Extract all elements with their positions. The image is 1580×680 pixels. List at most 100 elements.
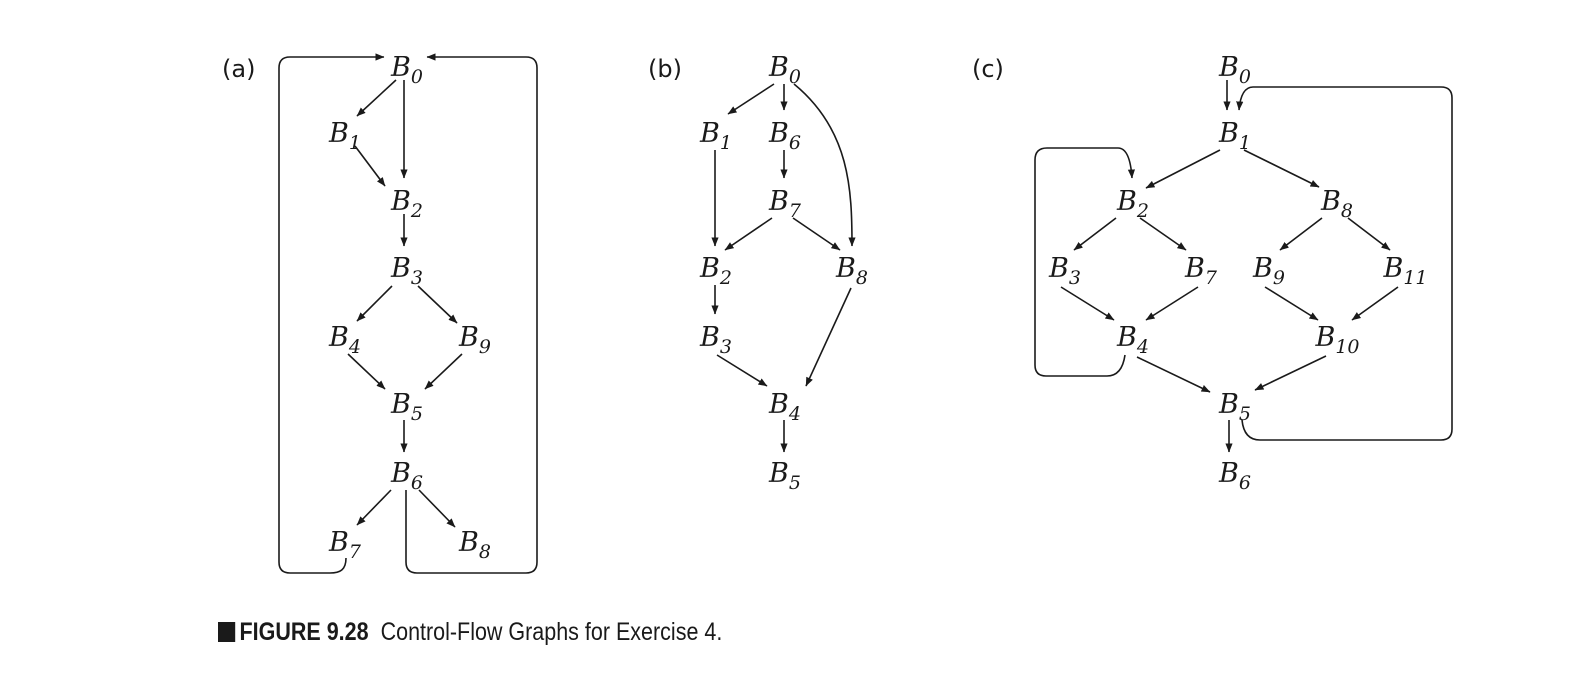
node-base-letter: B xyxy=(1218,389,1239,420)
node-base-letter: B xyxy=(768,52,789,83)
edge-b7-to-b0 xyxy=(278,53,385,574)
node-base-letter: B xyxy=(1116,322,1137,353)
node-b1: B1 xyxy=(699,118,732,154)
node-b7: B7 xyxy=(328,527,362,563)
node-b4: B4 xyxy=(768,389,801,425)
edge-b3-to-b4 xyxy=(1060,286,1115,321)
edge-b0-to-b8 xyxy=(793,83,856,247)
node-subscript: 8 xyxy=(479,541,491,563)
node-base-letter: B xyxy=(328,322,349,353)
edge-b6-to-b7 xyxy=(356,489,392,526)
node-subscript: 1 xyxy=(349,132,361,154)
node-base-letter: B xyxy=(1218,118,1239,149)
node-base-letter: B xyxy=(390,253,411,284)
node-b0: B0 xyxy=(390,52,423,88)
node-base-letter: B xyxy=(768,458,789,489)
node-b6: B6 xyxy=(1218,458,1251,494)
figure-caption: FIGURE 9.28 Control-Flow Graphs for Exerc… xyxy=(218,618,722,647)
node-b6: B6 xyxy=(390,458,423,494)
edge-b4-to-b5 xyxy=(1136,356,1211,393)
node-base-letter: B xyxy=(458,322,479,353)
edge-b8-to-b9 xyxy=(1279,217,1323,251)
edge-b6-to-b8 xyxy=(418,489,456,528)
node-subscript: 5 xyxy=(789,472,801,494)
node-subscript: 1 xyxy=(720,132,732,154)
panel-label-a: (a) xyxy=(222,55,255,83)
node-b8: B8 xyxy=(1320,186,1353,222)
node-b5: B5 xyxy=(390,389,423,425)
edge-b2-to-b7 xyxy=(1139,217,1187,251)
node-subscript: 6 xyxy=(789,132,801,154)
node-subscript: 3 xyxy=(1069,267,1081,289)
node-subscript: 0 xyxy=(789,66,801,88)
edge-b4-to-b2 xyxy=(1034,147,1136,377)
node-b0: B0 xyxy=(1218,52,1251,88)
node-base-letter: B xyxy=(699,253,720,284)
node-b7: B7 xyxy=(768,186,802,222)
edge-b3-to-b4 xyxy=(716,354,768,387)
panel-label-c: (c) xyxy=(972,55,1004,83)
node-base-letter: B xyxy=(1315,322,1336,353)
edge-b0-to-b1 xyxy=(727,83,775,115)
edges-a xyxy=(278,53,538,574)
panel-label-b: (b) xyxy=(648,55,682,83)
node-base-letter: B xyxy=(1218,52,1239,83)
edge-b9-to-b5 xyxy=(424,353,463,390)
edge-b4-to-b5 xyxy=(347,353,386,390)
node-b3: B3 xyxy=(699,322,732,358)
node-subscript: 3 xyxy=(720,336,732,358)
edge-b8-to-b11 xyxy=(1347,217,1391,251)
node-base-letter: B xyxy=(1383,253,1404,284)
node-b0: B0 xyxy=(768,52,801,88)
node-b7: B7 xyxy=(1184,253,1218,289)
node-base-letter: B xyxy=(1218,458,1239,489)
node-b5: B5 xyxy=(1218,389,1251,425)
edge-b11-to-b10 xyxy=(1351,286,1399,321)
node-subscript: 3 xyxy=(411,267,423,289)
node-base-letter: B xyxy=(768,389,789,420)
node-base-letter: B xyxy=(1116,186,1137,217)
edge-b5-to-b1 xyxy=(1236,86,1453,441)
node-subscript: 4 xyxy=(788,403,801,425)
node-subscript: 6 xyxy=(411,472,423,494)
figure-number: FIGURE 9.28 xyxy=(239,618,369,646)
node-subscript: 4 xyxy=(348,336,361,358)
node-base-letter: B xyxy=(1320,186,1341,217)
node-b3: B3 xyxy=(390,253,423,289)
caption-square-marker xyxy=(218,622,236,642)
node-b8: B8 xyxy=(835,253,868,289)
node-subscript: 9 xyxy=(1273,267,1285,289)
node-subscript: 8 xyxy=(1341,200,1353,222)
node-base-letter: B xyxy=(699,322,720,353)
node-b9: B9 xyxy=(1252,253,1285,289)
node-subscript: 6 xyxy=(1239,472,1251,494)
node-b2: B2 xyxy=(390,186,423,222)
node-base-letter: B xyxy=(1048,253,1069,284)
edge-b0-to-b1 xyxy=(356,79,397,117)
edge-b7-to-b2 xyxy=(724,217,773,251)
node-b1: B1 xyxy=(1218,118,1251,154)
edge-b3-to-b4 xyxy=(356,285,393,322)
edge-b3-to-b9 xyxy=(417,285,458,324)
node-base-letter: B xyxy=(699,118,720,149)
node-b1: B1 xyxy=(328,118,361,154)
node-subscript: 7 xyxy=(789,200,802,222)
edge-b1-to-b2 xyxy=(1145,149,1221,189)
edge-b7-to-b4 xyxy=(1145,286,1199,321)
node-subscript: 2 xyxy=(410,200,423,222)
node-b10: B10 xyxy=(1315,322,1360,358)
caption-text: Control-Flow Graphs for Exercise 4. xyxy=(380,618,723,646)
node-subscript: 1 xyxy=(1239,132,1251,154)
node-base-letter: B xyxy=(390,458,411,489)
node-base-letter: B xyxy=(768,186,789,217)
node-base-letter: B xyxy=(1252,253,1273,284)
edge-b1-to-b2 xyxy=(354,145,386,187)
node-base-letter: B xyxy=(328,527,349,558)
edges-c xyxy=(1034,80,1453,453)
node-base-letter: B xyxy=(390,52,411,83)
node-base-letter: B xyxy=(768,118,789,149)
